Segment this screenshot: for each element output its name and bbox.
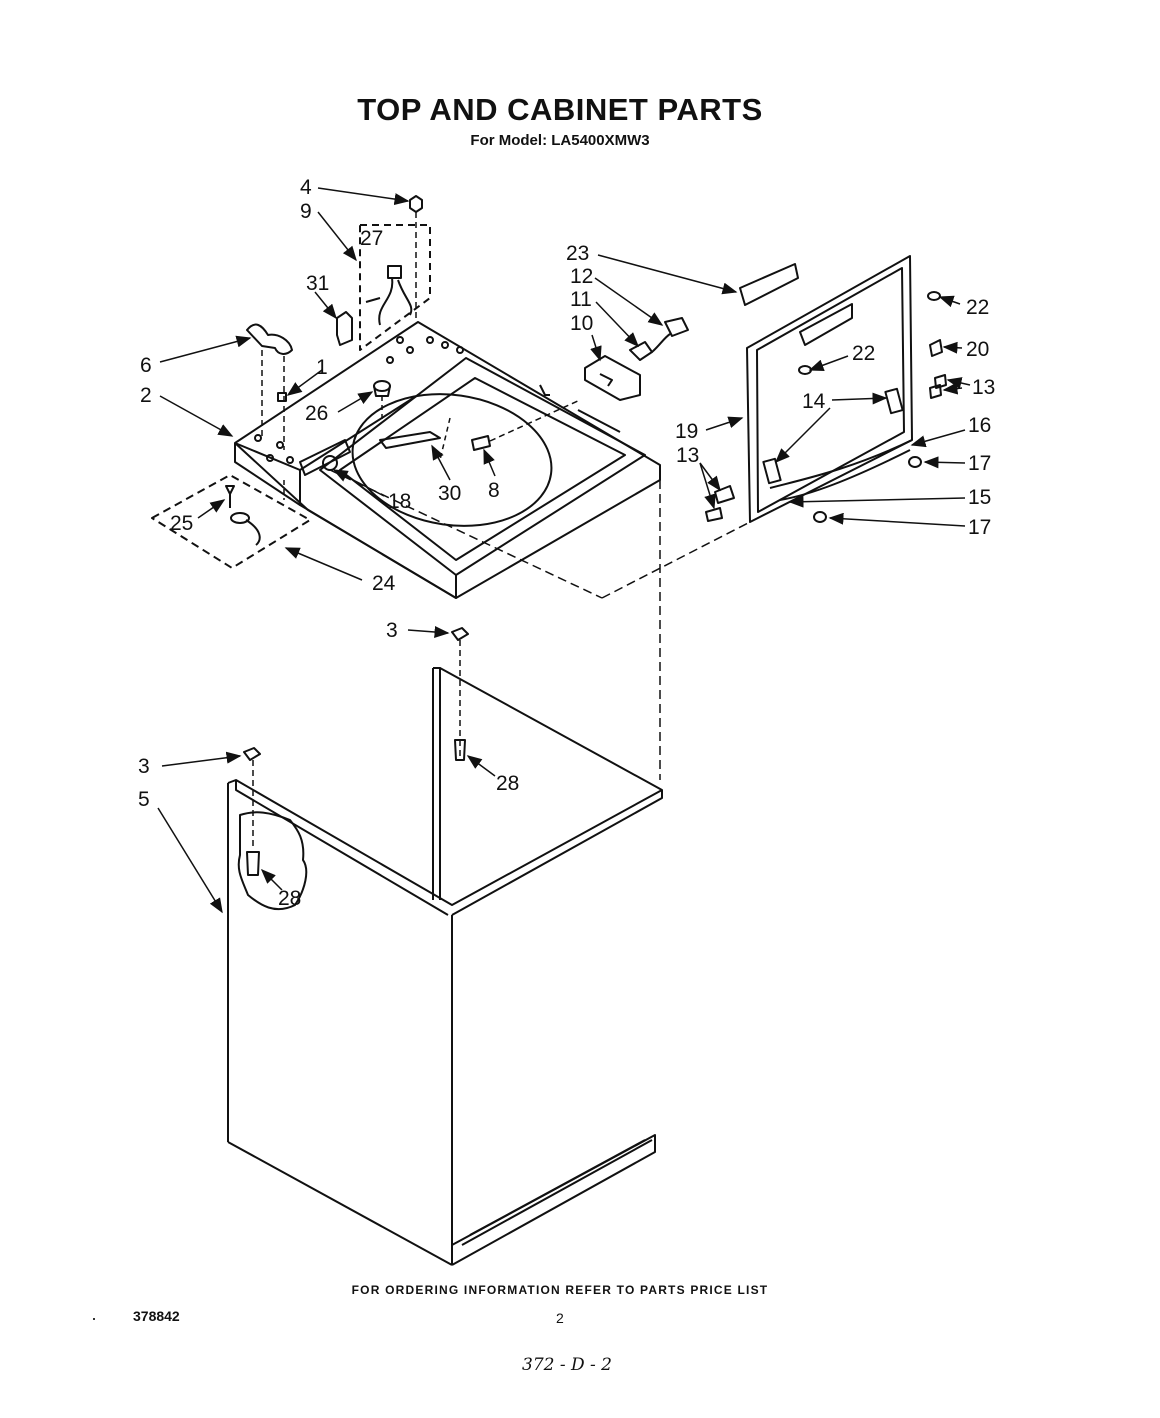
callout-5: 5	[138, 788, 150, 811]
callout-22-mid: 22	[852, 342, 875, 365]
ordering-info-note: FOR ORDERING INFORMATION REFER TO PARTS …	[351, 1283, 769, 1297]
screw-part	[277, 392, 287, 402]
page-number: 2	[556, 1310, 564, 1326]
callout-27: 27	[360, 227, 383, 250]
callout-9: 9	[300, 200, 312, 223]
cabinet-clip-part	[243, 627, 469, 876]
callout-17-top: 17	[968, 452, 991, 475]
grommet-part	[373, 380, 391, 420]
callout-13-left: 13	[676, 444, 699, 467]
cabinet-part	[227, 667, 663, 1266]
lid-switch-group	[151, 474, 311, 569]
callout-25: 25	[170, 512, 193, 535]
pin-part	[379, 431, 441, 449]
callout-10: 10	[570, 312, 593, 335]
callout-28-top: 28	[496, 772, 519, 795]
page-title: TOP AND CABINET PARTS	[357, 92, 763, 127]
callout-18: 18	[388, 490, 411, 513]
screw-part-8	[471, 435, 491, 451]
clip-part	[336, 311, 353, 346]
callout-2: 2	[140, 384, 152, 407]
callout-19: 19	[675, 420, 698, 443]
callout-24: 24	[372, 572, 396, 595]
callout-26: 26	[305, 402, 328, 425]
model-subtitle: For Model: LA5400XMW3	[470, 132, 650, 149]
lid-switch-bracket	[584, 317, 689, 401]
washer-top-part	[234, 321, 661, 599]
callout-31: 31	[306, 272, 329, 295]
callout-12: 12	[570, 265, 593, 288]
callout-4: 4	[300, 176, 312, 199]
callout-1: 1	[316, 356, 328, 379]
callout-11: 11	[570, 288, 592, 311]
callout-14: 14	[802, 390, 826, 413]
hinge-part	[246, 323, 293, 450]
callout-15: 15	[968, 486, 991, 509]
handwritten-reference: 372 - D - 2	[522, 1355, 612, 1375]
callout-3-left: 3	[138, 755, 150, 778]
callout-30: 30	[438, 482, 461, 505]
knob-part	[409, 195, 423, 320]
callout-13-right: 13	[972, 376, 995, 399]
callout-23: 23	[566, 242, 589, 265]
control-panel-part	[705, 255, 947, 523]
document-number: 378842	[133, 1308, 180, 1324]
callout-16: 16	[968, 414, 991, 437]
timer-switch-group	[359, 224, 431, 351]
callout-22-top: 22	[966, 296, 989, 319]
callout-8: 8	[488, 479, 500, 502]
callout-28-left: 28	[278, 887, 301, 910]
callout-3-top: 3	[386, 619, 398, 642]
page-speck	[93, 1318, 95, 1320]
callout-6: 6	[140, 354, 152, 377]
callout-17-bottom: 17	[968, 516, 991, 539]
callout-20: 20	[966, 338, 989, 361]
